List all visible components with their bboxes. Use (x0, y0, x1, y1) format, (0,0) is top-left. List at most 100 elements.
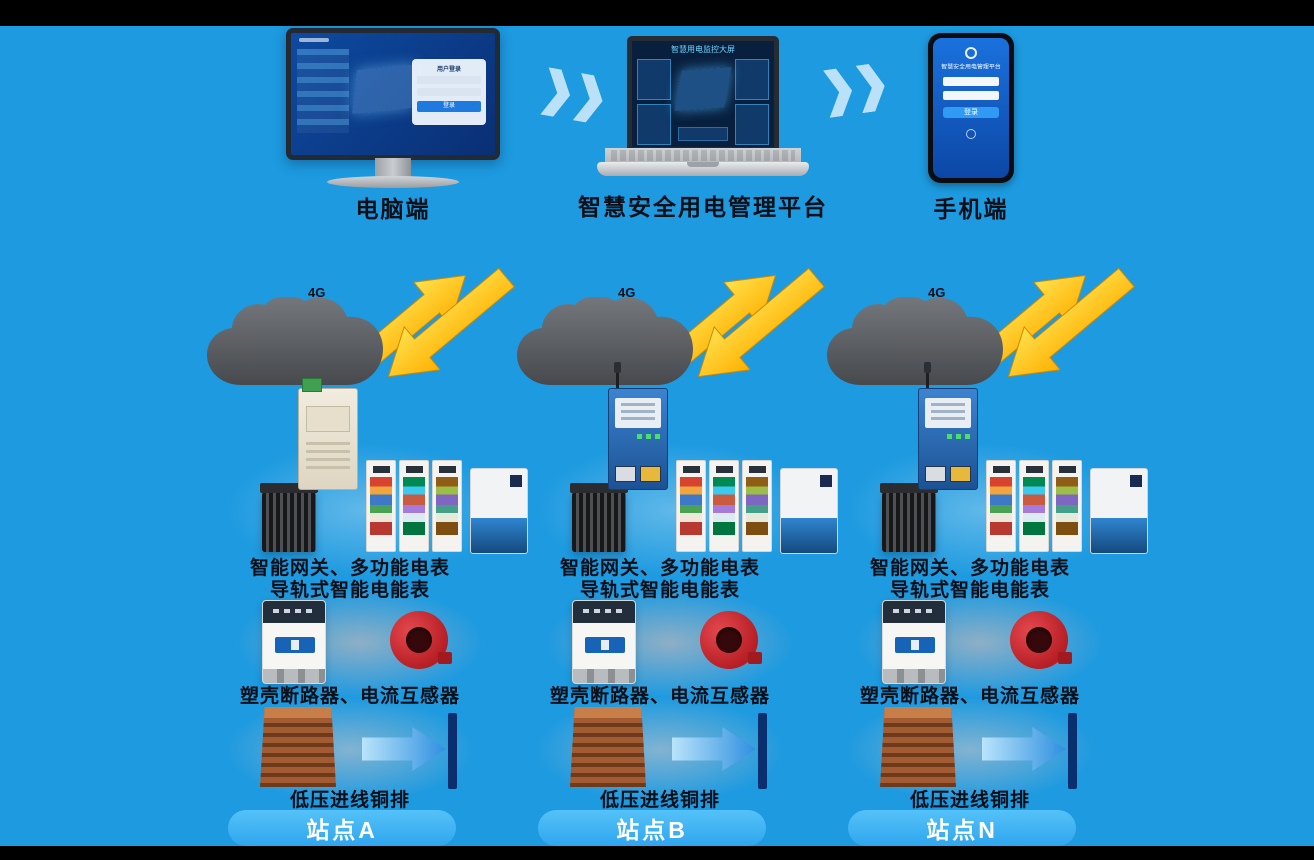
app-username-field (943, 77, 999, 86)
smart-breaker-device (1090, 468, 1148, 554)
app-footer-icon (966, 129, 976, 139)
app-login-button: 登录 (943, 107, 999, 118)
breaker-terminals (573, 669, 635, 683)
site-name-badge: 站点N (848, 810, 1076, 846)
device-row3-label: 低压进线铜排 (289, 790, 410, 811)
laptop-keyboard (605, 148, 801, 163)
device-row3-label: 低压进线铜排 (599, 790, 720, 811)
laptop-screen: 智慧用电监控大屏 (627, 36, 779, 152)
gateway-ethernet-ports (925, 466, 971, 482)
cloud-icon (207, 297, 383, 385)
site-name-badge: 站点B (538, 810, 766, 846)
site-name: 站点N (926, 817, 998, 843)
link-arrow-laptop-phone (823, 62, 888, 118)
smartphone: 智慧安全用电管理平台 登录 (928, 33, 1014, 183)
laptop: 智慧用电监控大屏 (597, 36, 809, 178)
breaker-toggle (895, 637, 935, 653)
dashboard-left-panels (637, 59, 671, 145)
copper-busbar-device (260, 707, 336, 787)
breaker-toggle (275, 637, 315, 653)
pc-terminal-label: 电脑端 (355, 196, 431, 222)
busbar-line (1068, 713, 1077, 789)
din-rail-meter-group (986, 460, 1082, 552)
cloud-icon (827, 297, 1003, 385)
breaker-top-panel (263, 601, 325, 623)
bottom-letterbox-bar (0, 846, 1314, 860)
login-card: 用户登录 登录 (412, 59, 486, 125)
smart-breaker-device (470, 468, 528, 554)
gateway-vent-lines (306, 442, 350, 472)
desktop-monitor: 用户登录 登录 (286, 28, 500, 190)
smart-breaker-device (780, 468, 838, 554)
current-transformer-ring (390, 611, 452, 669)
device-row2-label: 塑壳断路器、电流互感器 (859, 686, 1080, 707)
app-logo-icon (965, 47, 977, 59)
top-letterbox-bar (0, 0, 1314, 26)
breaker-top-panel (573, 601, 635, 623)
chevron-right-icon (823, 67, 855, 118)
device-row2-label: 塑壳断路器、电流互感器 (549, 686, 770, 707)
gateway-antenna (924, 362, 931, 390)
gateway-label-area (925, 398, 971, 428)
breaker-toggle (585, 637, 625, 653)
network-type-label: 4G (928, 285, 946, 300)
gateway-body (298, 388, 358, 490)
iot-gateway (918, 362, 978, 490)
dashboard-title: 智慧用电监控大屏 (671, 45, 735, 54)
gateway-antenna (614, 362, 621, 390)
gateway-label-area (306, 406, 350, 432)
current-transformer-ring (700, 611, 762, 669)
monitor-stand-neck (375, 158, 411, 178)
chevron-right-icon (540, 67, 574, 119)
din-rail-meter-group (676, 460, 772, 552)
breaker-terminals (883, 669, 945, 683)
site-name: 站点A (306, 817, 378, 843)
site-column-a: 4G 智能网关、多功能电表 导轨式智能电能表 塑壳断路器、电流互感器 低压进线 (190, 245, 540, 846)
app-password-field (943, 91, 999, 100)
cloud-icon (517, 297, 693, 385)
device-row1-label-line1: 智能网关、多功能电表 (559, 558, 760, 579)
network-type-label: 4G (308, 285, 326, 300)
gateway-label-area (615, 398, 661, 428)
iot-gateway (608, 362, 668, 490)
energy-meter (1019, 460, 1049, 552)
copper-busbar-device (880, 707, 956, 787)
dashboard-right-panels (735, 59, 769, 145)
login-button: 登录 (417, 101, 481, 112)
login-title: 用户登录 (436, 67, 461, 72)
breaker-terminals (263, 669, 325, 683)
network-type-label: 4G (618, 285, 636, 300)
site-column-b: 4G 智能网关、多功能电表 导轨式智能电能表 塑壳断路器、电流互感器 (500, 245, 850, 846)
monitor-screen: 用户登录 登录 (286, 28, 500, 160)
motor-protector-device (260, 483, 318, 552)
energy-meter (676, 460, 706, 552)
monitor-stand-base (327, 176, 459, 188)
mobile-terminal-label: 手机端 (933, 196, 1009, 222)
username-field (417, 76, 481, 84)
energy-meter (709, 460, 739, 552)
energy-meter (742, 460, 772, 552)
site-name-badge: 站点A (228, 810, 456, 846)
password-field (417, 88, 481, 96)
device-row3-label: 低压进线铜排 (909, 790, 1030, 811)
gateway-status-leds (947, 434, 971, 439)
mccb-breaker (572, 600, 636, 684)
breaker-top-panel (883, 601, 945, 623)
copper-busbar-device (570, 707, 646, 787)
energy-meter (432, 460, 462, 552)
energy-meter (399, 460, 429, 552)
gateway-status-leds (637, 434, 661, 439)
dashboard-center-map (674, 66, 732, 112)
mccb-breaker (882, 600, 946, 684)
busbar-line (448, 713, 457, 789)
busbar-line (758, 713, 767, 789)
gateway-terminal-block (302, 378, 322, 392)
site-column-n: 4G 智能网关、多功能电表 导轨式智能电能表 塑壳断路器、电流互感器 (810, 245, 1160, 846)
device-row1-label-line2: 导轨式智能电能表 (269, 580, 430, 601)
laptop-base (597, 162, 809, 176)
motor-protector-device (570, 483, 628, 552)
phone-screen: 智慧安全用电管理平台 登录 (933, 38, 1009, 178)
energy-meter (366, 460, 396, 552)
energy-meter (986, 460, 1016, 552)
